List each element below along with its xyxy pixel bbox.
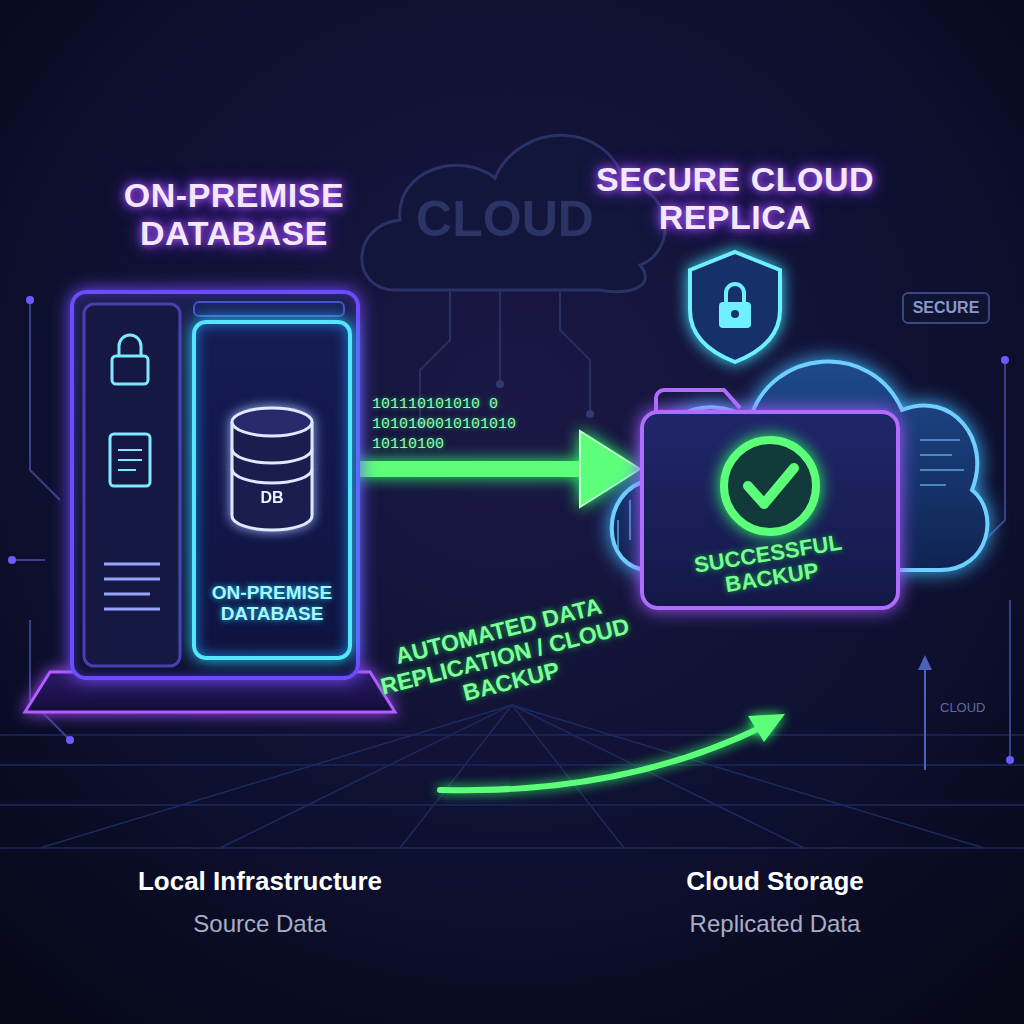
- decoration: [84, 304, 180, 666]
- decoration: [512, 705, 804, 848]
- decoration: [104, 593, 150, 596]
- decoration: [362, 135, 665, 291]
- decoration: [118, 449, 142, 451]
- decoration: [719, 302, 751, 328]
- arrow-shaft: [322, 461, 580, 477]
- db-text: DB: [232, 490, 312, 506]
- node-heading: ON-PREMISE DATABASE: [69, 176, 399, 252]
- decoration: [920, 484, 946, 486]
- decoration: [30, 300, 60, 500]
- decoration: [40, 705, 512, 848]
- decoration: [560, 290, 590, 410]
- decoration: [194, 302, 344, 316]
- screen-label: ON-PREMISE DATABASE: [197, 582, 347, 625]
- decoration: [104, 608, 160, 611]
- side-tag: CLOUD: [940, 700, 1010, 715]
- secure-badge: SECURE: [902, 292, 990, 324]
- edge-label: AUTOMATED DATA REPLICATION / CLOUD BACKU…: [355, 584, 655, 729]
- return-arrow: [440, 714, 785, 790]
- decoration: [496, 380, 504, 388]
- decoration: [512, 705, 984, 848]
- decoration: [118, 469, 136, 471]
- uplink-arrow: [918, 655, 932, 770]
- footer-title: Local Infrastructure: [95, 866, 425, 897]
- decoration: [629, 500, 631, 540]
- circuit-dots: [8, 296, 1014, 764]
- decoration: [232, 449, 312, 463]
- decoration: [731, 310, 739, 318]
- decoration: [656, 390, 740, 412]
- decoration: [690, 252, 780, 362]
- database-cylinder: DB: [222, 404, 322, 534]
- decoration: [112, 356, 148, 384]
- decoration: [586, 410, 594, 418]
- footer-subtitle: Source Data: [95, 910, 425, 938]
- footer-subtitle: Replicated Data: [610, 910, 940, 938]
- decoration: [1009, 600, 1011, 760]
- decoration: [66, 736, 74, 744]
- server-box: ON-PREMISE DATABASEON-PREMISE DATABASEDB: [70, 290, 360, 680]
- floor-grid: [0, 705, 1024, 848]
- watermark-text: CLOUD: [385, 190, 625, 248]
- decoration: [104, 563, 160, 566]
- binary-stream: 1010100010101010: [372, 416, 516, 433]
- decoration: [724, 440, 816, 532]
- binary-stream: 10110100: [372, 436, 444, 453]
- cylinder-outline: [222, 404, 322, 534]
- decoration: [748, 468, 794, 504]
- decoration: [920, 439, 960, 441]
- decoration: [104, 578, 160, 581]
- decoration: [0, 734, 1024, 736]
- decoration: [0, 847, 1024, 849]
- decoration: [110, 434, 150, 486]
- decoration: [0, 804, 1024, 806]
- footer-title: Cloud Storage: [610, 866, 940, 897]
- decoration: [440, 728, 760, 790]
- decoration: [924, 668, 926, 770]
- node-heading: SECURE CLOUD REPLICA: [570, 160, 900, 236]
- decoration: [617, 520, 619, 550]
- decoration: [1001, 356, 1009, 364]
- decoration: [8, 556, 16, 564]
- decoration: [400, 705, 512, 848]
- decoration: [918, 655, 932, 670]
- decoration: [232, 422, 312, 530]
- status-text: SUCCESSFUL BACKUP: [677, 528, 862, 604]
- decoration: [748, 714, 785, 742]
- decoration: [220, 705, 512, 848]
- decoration: [119, 335, 141, 356]
- decoration: [26, 296, 34, 304]
- decoration: [232, 469, 312, 483]
- circuit-lines: [12, 300, 1010, 760]
- decoration: [499, 290, 501, 380]
- decoration: [232, 408, 312, 436]
- backup-folder: SUCCESSFUL BACKUP: [640, 410, 900, 610]
- decoration: [920, 454, 952, 456]
- decoration: [920, 469, 964, 471]
- binary-stream: 101110101010 0: [372, 396, 498, 413]
- decoration: [118, 459, 142, 461]
- decoration: [1006, 756, 1014, 764]
- decoration: [12, 559, 45, 561]
- decoration: [0, 764, 1024, 766]
- decoration: [726, 284, 744, 302]
- replication-arrow: [322, 431, 640, 507]
